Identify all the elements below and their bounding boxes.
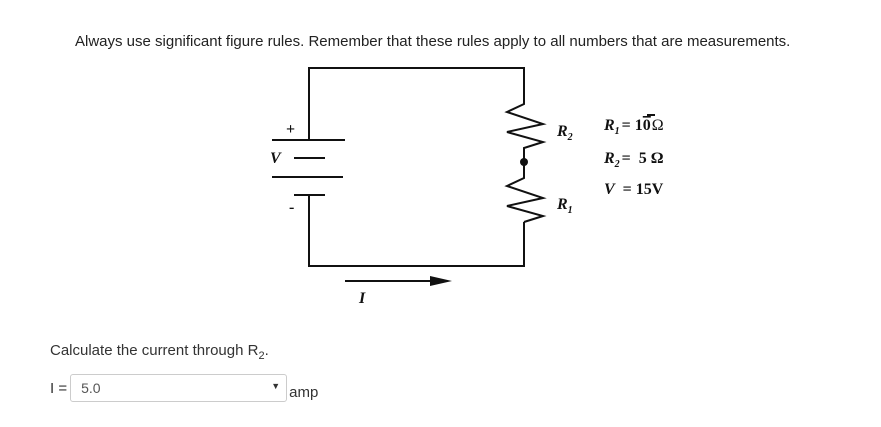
battery-label: V <box>270 150 282 167</box>
r2-label: R2 <box>556 123 573 143</box>
answer-prefix: I = <box>50 379 68 397</box>
current-answer-dropdown[interactable]: 5.0 ▼ <box>70 374 288 402</box>
wire <box>308 67 525 140</box>
voltage-value: V = 15V <box>604 181 664 198</box>
resistor-r1 <box>504 176 547 223</box>
unit-label: amp <box>289 383 319 401</box>
wire <box>308 195 525 267</box>
answer-row: I = 5.0 ▼ amp <box>50 374 318 402</box>
question-text: Calculate the current through R2. <box>50 342 269 362</box>
current-label: I <box>358 290 366 307</box>
r1-label: R1 <box>556 196 573 216</box>
r1-value: R1= 10Ω <box>603 117 664 137</box>
minus-sign: - <box>289 199 294 216</box>
resistor-r2 <box>504 102 547 176</box>
instructions: Always use significant figure rules. Rem… <box>75 33 791 50</box>
plus-sign: + <box>286 121 295 138</box>
junction-dot <box>520 158 528 166</box>
r2-value: R2= 5 Ω <box>603 150 664 170</box>
selected-value: 5.0 <box>81 380 101 396</box>
chevron-down-icon: ▼ <box>271 381 281 391</box>
arrow-head <box>430 276 452 286</box>
